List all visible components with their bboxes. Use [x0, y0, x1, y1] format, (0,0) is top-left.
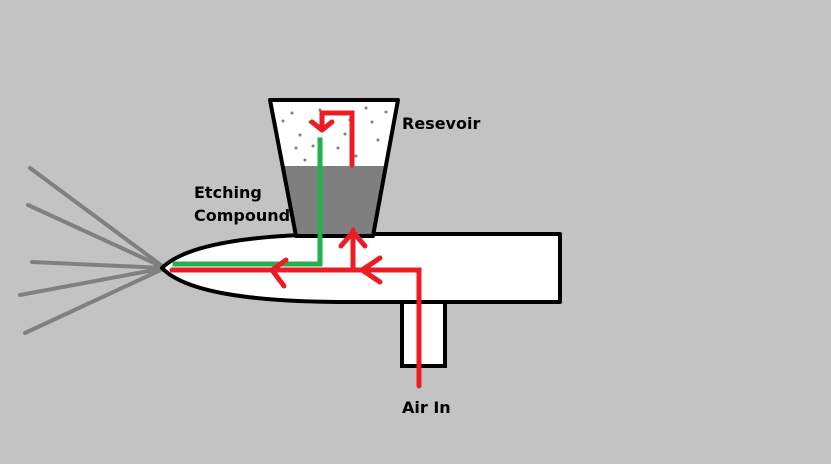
compound-flow-line: [172, 137, 323, 267]
air-in-label: Air In: [402, 398, 451, 417]
arrow-left-main: [359, 255, 383, 285]
arrow-up-rise: [338, 229, 368, 249]
reservoir-label: Resevoir: [402, 114, 480, 133]
spray-lines-icon: [18, 166, 167, 335]
air-inlet-handle: [400, 300, 447, 368]
arrow-left-lower: [269, 257, 289, 289]
reservoir-return-path: [319, 110, 355, 168]
air-main-path: [169, 267, 422, 389]
etching-compound-label-line2: Compound: [194, 206, 290, 225]
reservoir-cup: [268, 98, 400, 238]
red-arrow-icon: [269, 119, 383, 289]
etching-compound-label-line1: Etching: [194, 183, 262, 202]
air-flow-path: [169, 110, 422, 389]
arrow-down-reservoir: [309, 119, 335, 133]
